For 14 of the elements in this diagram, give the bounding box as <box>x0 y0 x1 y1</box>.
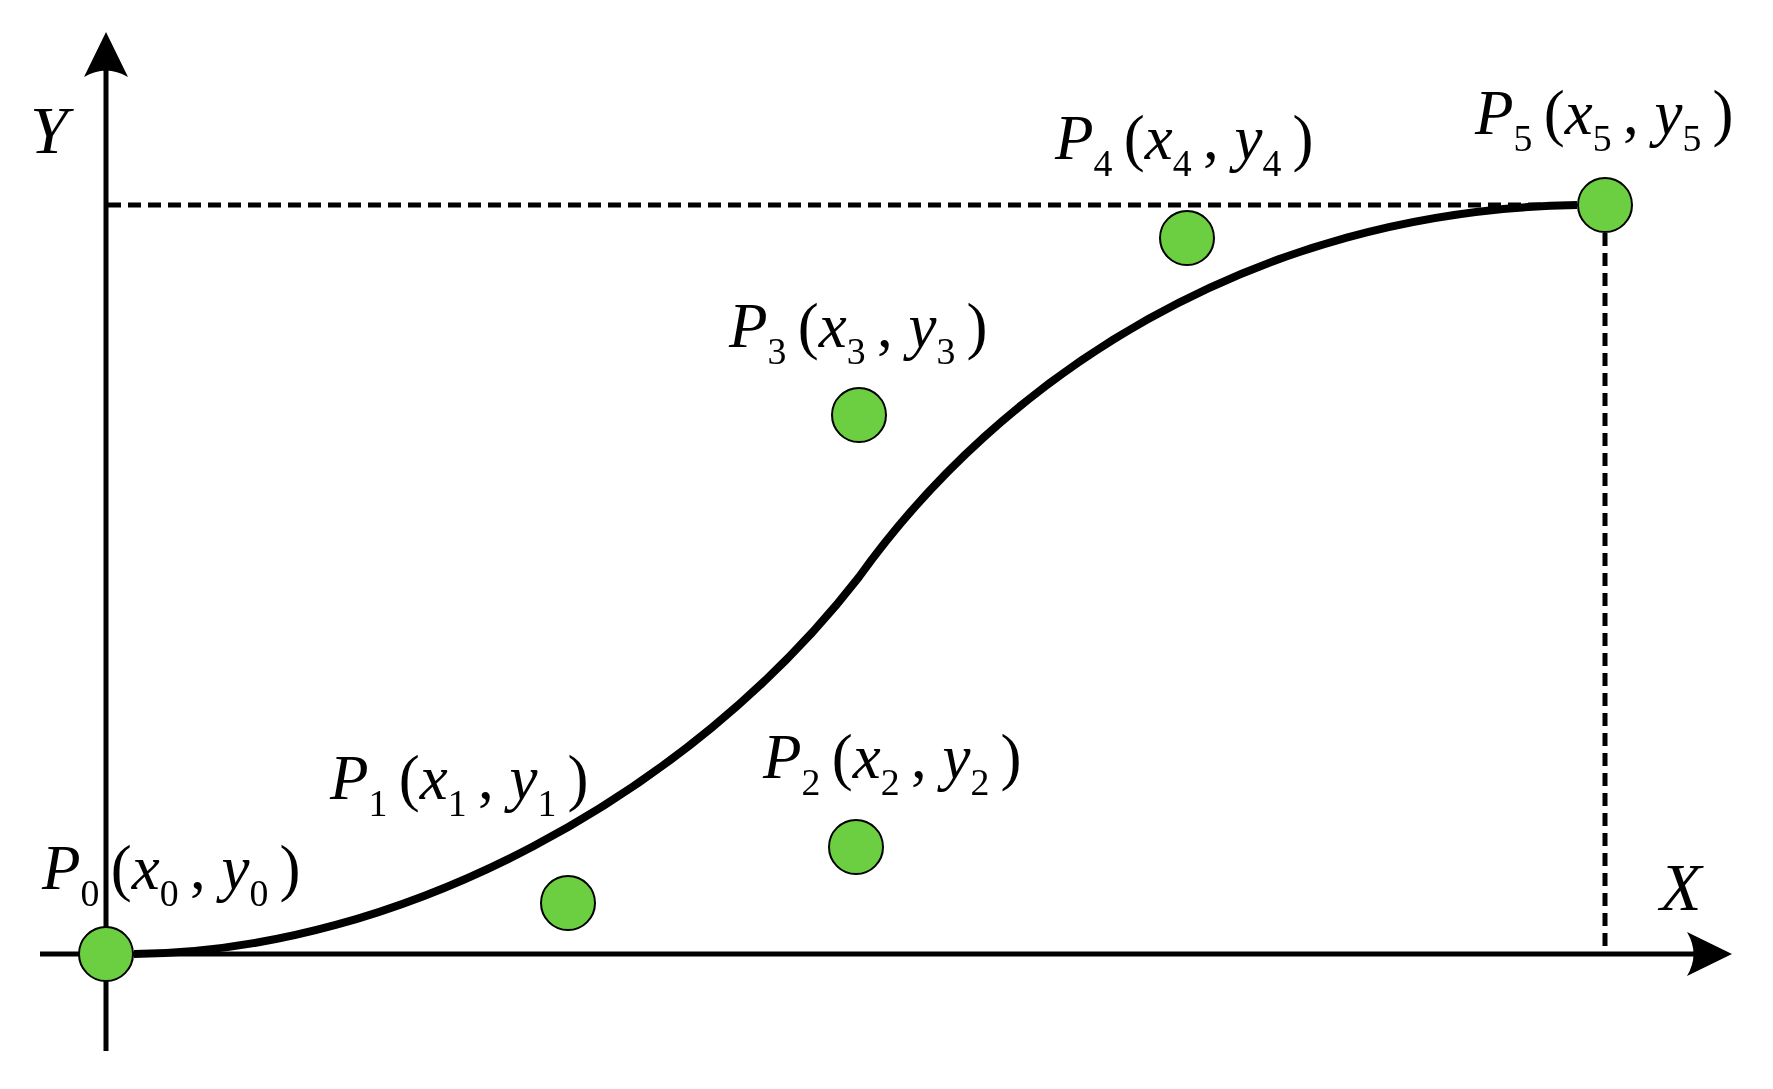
control-point <box>1159 210 1215 266</box>
control-point <box>831 387 887 443</box>
point-label: P$_{0}$(x$_{0}$, y$_{0}$) <box>42 832 301 909</box>
point-label: P$_{1}$(x$_{1}$, y$_{1}$) <box>330 742 589 819</box>
control-point <box>1577 177 1633 233</box>
control-point <box>828 819 884 875</box>
axis-label: Y <box>30 87 78 173</box>
point-label: P$_{5}$(x$_{5}$, y$_{5}$) <box>1475 77 1734 154</box>
control-point <box>78 926 134 982</box>
point-label: P$_{4}$(x$_{4}$, y$_{4}$) <box>1055 102 1314 179</box>
bezier-curve <box>133 201 1578 958</box>
control-point <box>540 875 596 931</box>
point-label: P$_{3}$(x$_{3}$, y$_{3}$) <box>729 290 988 367</box>
point-label: P$_{2}$(x$_{2}$, y$_{2}$) <box>763 721 1022 798</box>
